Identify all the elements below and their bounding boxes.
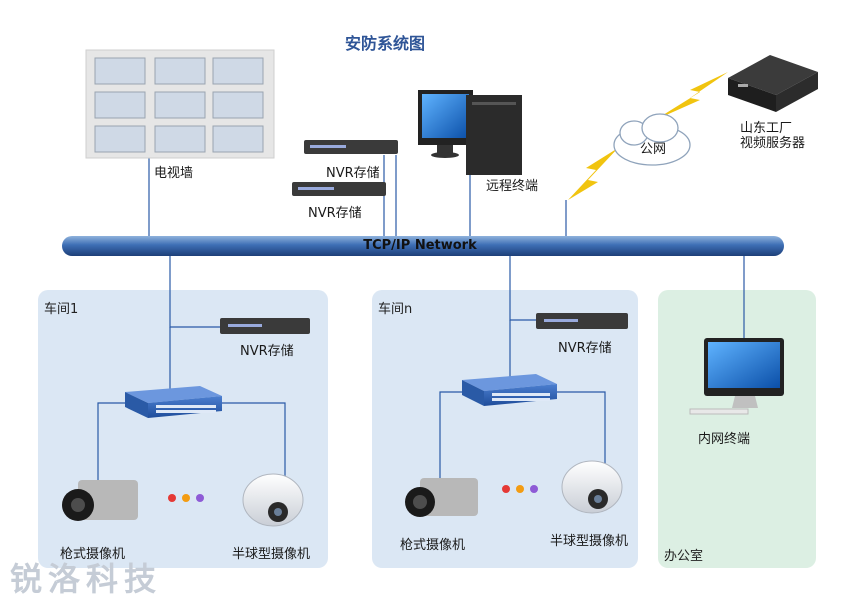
office-terminal-label: 内网终端: [698, 432, 751, 447]
nvr-device-icon: [536, 313, 628, 329]
imac-monitor-icon: [689, 338, 784, 415]
server-label-line1: 山东工厂: [740, 121, 793, 136]
desktop-computer-icon: [418, 90, 522, 175]
connection-lines: [97, 155, 745, 480]
nvr-top-1-label: NVR存储: [326, 166, 380, 181]
lightning-bolt-icon: [568, 148, 618, 200]
server-icon: [728, 55, 818, 112]
zone-office-name: 办公室: [664, 549, 704, 564]
page-title: 安防系统图: [345, 34, 426, 53]
network-switch-icon: [125, 386, 222, 418]
workshop1-nvr-label: NVR存储: [240, 344, 294, 359]
nvr-device-icon: [304, 140, 398, 154]
zone-workshop1-name: 车间1: [44, 302, 79, 317]
lightning-bolt-icon: [655, 72, 728, 120]
network-label: TCP/IP Network: [363, 238, 477, 253]
zone-workshopn: [372, 290, 638, 568]
video-wall-label: 电视墙: [154, 166, 194, 181]
zone-office: [658, 290, 816, 568]
workshop1-dome-camera-label: 半球型摄像机: [232, 547, 311, 562]
server-label-line2: 视频服务器: [740, 136, 806, 151]
workshopn-nvr-label: NVR存储: [558, 341, 612, 356]
nvr-device-icon: [220, 318, 310, 334]
box-camera-icon: [62, 480, 138, 521]
workshop1-box-camera-label: 枪式摄像机: [60, 547, 126, 562]
video-wall-icon: [85, 49, 275, 159]
remote-terminal-label: 远程终端: [486, 179, 539, 194]
network-switch-icon: [462, 374, 557, 406]
network-backbone: [62, 236, 784, 256]
dome-camera-icon: [561, 460, 623, 514]
nvr-top-2-label: NVR存储: [308, 206, 362, 221]
nvr-device-icon: [292, 182, 386, 196]
box-camera-icon: [405, 478, 478, 517]
dome-camera-icon: [242, 473, 304, 527]
zone-workshopn-name: 车间n: [378, 302, 413, 317]
workshopn-dome-camera-label: 半球型摄像机: [550, 534, 629, 549]
cloud-label: 公网: [640, 142, 667, 157]
company-logo: 锐洛科技: [10, 560, 162, 598]
more-indicator-dots: [168, 485, 538, 502]
workshopn-box-camera-label: 枪式摄像机: [400, 538, 466, 553]
svg-text:锐洛科技: 锐洛科技: [10, 560, 162, 598]
cloud-icon: [613, 113, 691, 166]
